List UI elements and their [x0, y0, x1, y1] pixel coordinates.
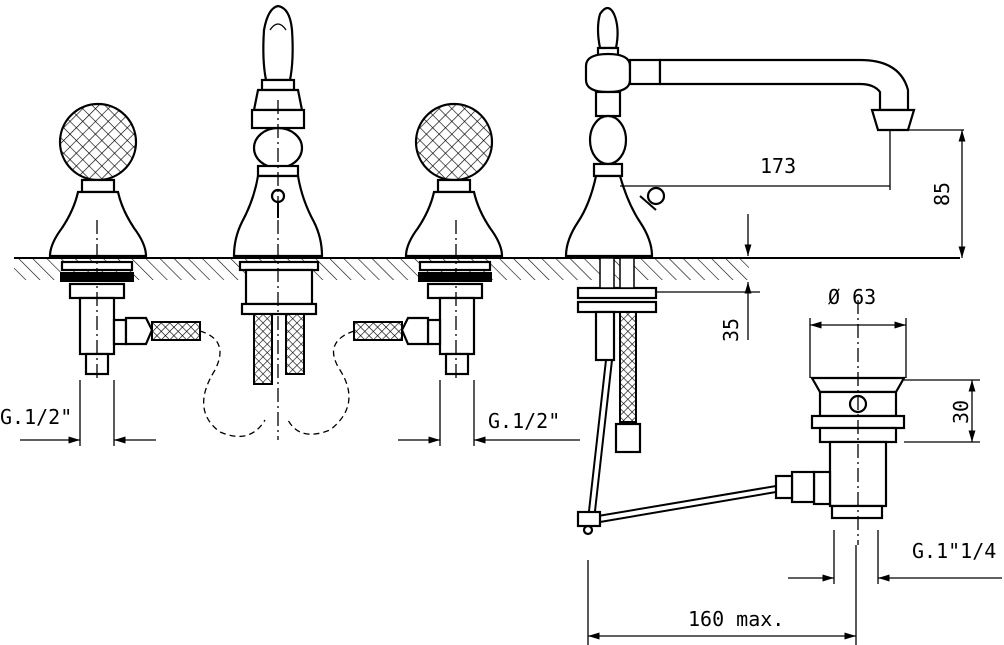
dim-thread-left: G.1/2" [0, 405, 72, 429]
dim-thread-right: G.1/2" [488, 409, 560, 433]
right-handle-valve [287, 102, 504, 435]
dimension-35: 35 [656, 214, 760, 342]
dimension-85: 85 [930, 130, 966, 258]
right-hose-braid [353, 321, 403, 341]
dim-waste-thread: G.1"1/4 [912, 539, 996, 563]
dim-waste-height: 30 [949, 400, 973, 424]
dim-deck-thickness: 35 [719, 318, 743, 342]
dim-rod-length: 160 max. [688, 607, 784, 631]
left-handle-valve [48, 102, 266, 438]
left-hose-braid [151, 321, 201, 341]
dimension-173: 173 [620, 129, 964, 190]
popup-waste [576, 300, 906, 545]
dimension-diameter-63: Ø 63 [809, 285, 907, 378]
dim-spout-reach: 173 [760, 154, 796, 178]
dimension-30: 30 [904, 379, 980, 443]
dimension-waste-thread: G.1"1/4 [788, 530, 1002, 584]
dimension-thread-right: G.1/2" [398, 380, 580, 446]
dim-waste-diameter: Ø 63 [828, 285, 876, 309]
left-crystal-knob [58, 102, 138, 182]
dimension-160: 160 max. [587, 545, 857, 645]
dimension-thread-left: G.1/2" [0, 380, 156, 446]
side-view-spout [564, 6, 916, 521]
right-crystal-knob [414, 102, 494, 182]
center-spout-front [232, 4, 324, 440]
countertop [14, 257, 960, 280]
dim-spout-height: 85 [930, 182, 954, 206]
